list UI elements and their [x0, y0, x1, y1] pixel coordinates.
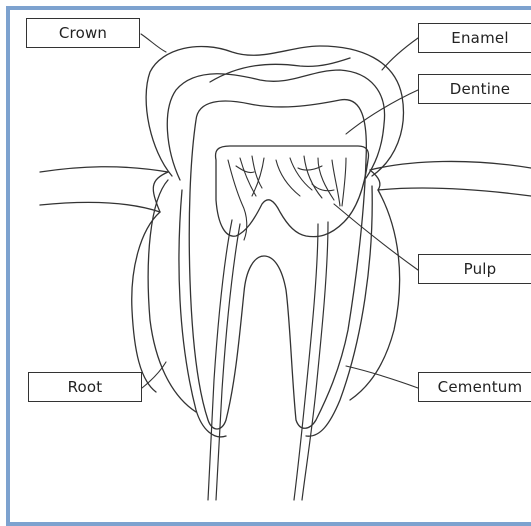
label-crown: Crown — [26, 18, 140, 48]
enamel-outline — [146, 46, 403, 176]
leader-crown — [141, 34, 166, 52]
crown-cusp-line — [210, 58, 350, 82]
dentine-outline — [167, 70, 384, 180]
leader-dentine — [346, 90, 418, 134]
tooth-body — [189, 100, 366, 429]
label-enamel: Enamel — [418, 23, 531, 53]
root-canals — [208, 220, 328, 500]
leader-pulp — [334, 204, 418, 270]
label-cementum: Cementum — [418, 372, 531, 402]
label-pulp: Pulp — [418, 254, 531, 284]
leader-enamel — [382, 38, 418, 70]
leader-root — [142, 362, 166, 388]
leader-cementum — [346, 366, 418, 388]
label-root: Root — [28, 372, 142, 402]
label-dentine: Dentine — [418, 74, 531, 104]
